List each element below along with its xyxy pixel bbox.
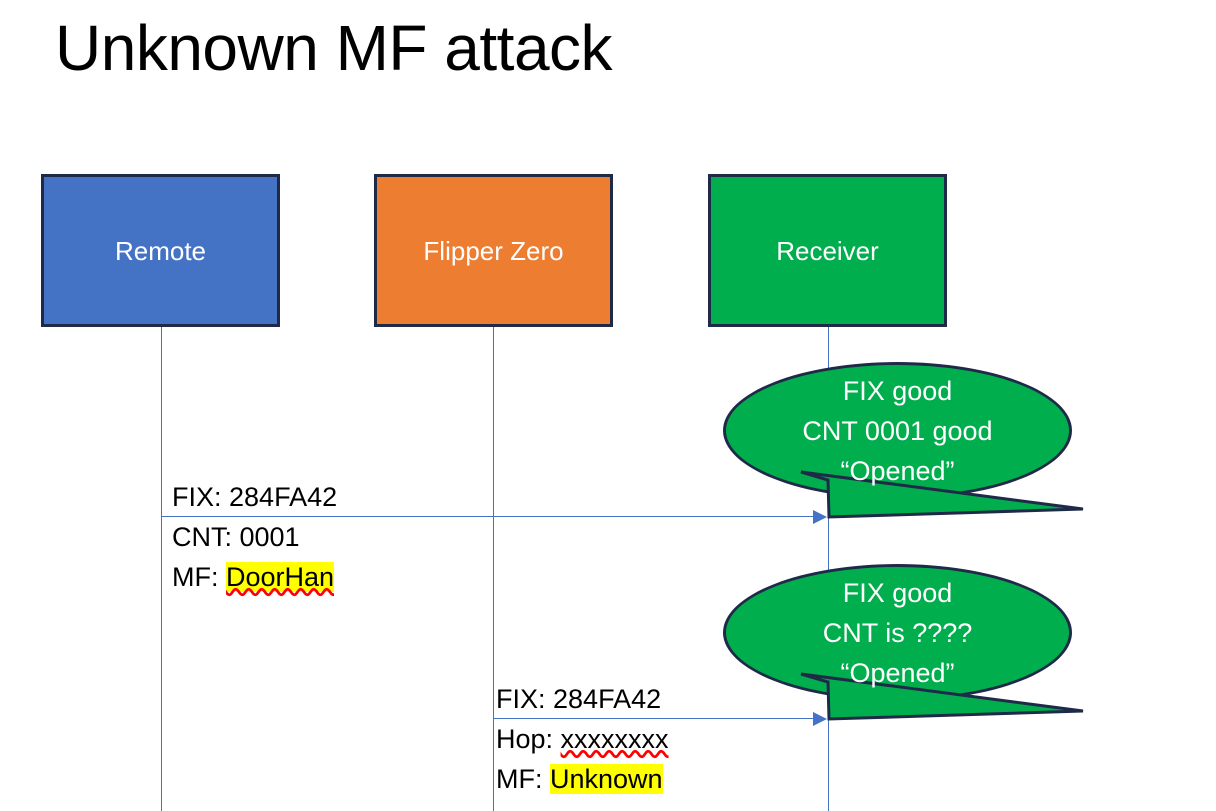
page-title: Unknown MF attack [55, 12, 613, 84]
callout-body [723, 362, 1072, 499]
actor-label-remote: Remote [114, 235, 207, 266]
message-line-value: 284FA42 [229, 482, 338, 512]
message-line: MF: Unknown [496, 759, 669, 799]
message-arrow-remote-to-receiver [162, 516, 814, 517]
message-line-prefix: CNT: [172, 522, 240, 552]
message-label-flipper-to-receiver: FIX: 284FA42 Hop: xxxxxxxx MF: Unknown [496, 679, 669, 799]
message-line-value-highlighted: Unknown [550, 764, 663, 794]
message-line-value: 0001 [239, 522, 300, 552]
lifeline-flipper-zero [493, 327, 494, 811]
message-line-prefix: Hop: [496, 724, 561, 754]
message-line-value: 284FA42 [553, 684, 662, 714]
actor-box-flipper-zero[interactable]: Flipper Zero [374, 174, 613, 327]
message-label-remote-to-receiver: FIX: 284FA42 CNT: 0001 MF: DoorHan [172, 477, 337, 597]
arrow-head-icon-flipper-to-receiver [813, 712, 827, 726]
message-line: FIX: 284FA42 [496, 679, 669, 719]
message-line-value-highlighted: DoorHan [226, 562, 335, 592]
message-arrow-flipper-to-receiver [494, 718, 814, 719]
actor-box-receiver[interactable]: Receiver [708, 174, 947, 327]
lifeline-remote [161, 327, 162, 811]
arrow-head-icon-remote-to-receiver [813, 510, 827, 524]
message-line-prefix: FIX: [496, 684, 554, 714]
callout-first-reception: FIX good CNT 0001 good “Opened” [723, 362, 1084, 519]
message-line: FIX: 284FA42 [172, 477, 337, 517]
callout-second-reception: FIX good CNT is ???? “Opened” [723, 564, 1084, 721]
actor-label-receiver: Receiver [776, 235, 879, 266]
callout-tail-icon [800, 672, 1084, 721]
callout-tail-icon [800, 470, 1084, 519]
message-line-value: xxxxxxxx [560, 724, 669, 754]
message-line-prefix: FIX: [172, 482, 230, 512]
message-line-prefix: MF: [496, 764, 550, 794]
message-line-prefix: MF: [172, 562, 226, 592]
actor-box-remote[interactable]: Remote [41, 174, 280, 327]
message-line: CNT: 0001 [172, 517, 337, 557]
message-line: MF: DoorHan [172, 557, 337, 597]
message-line: Hop: xxxxxxxx [496, 719, 669, 759]
actor-label-flipper-zero: Flipper Zero [423, 235, 564, 266]
